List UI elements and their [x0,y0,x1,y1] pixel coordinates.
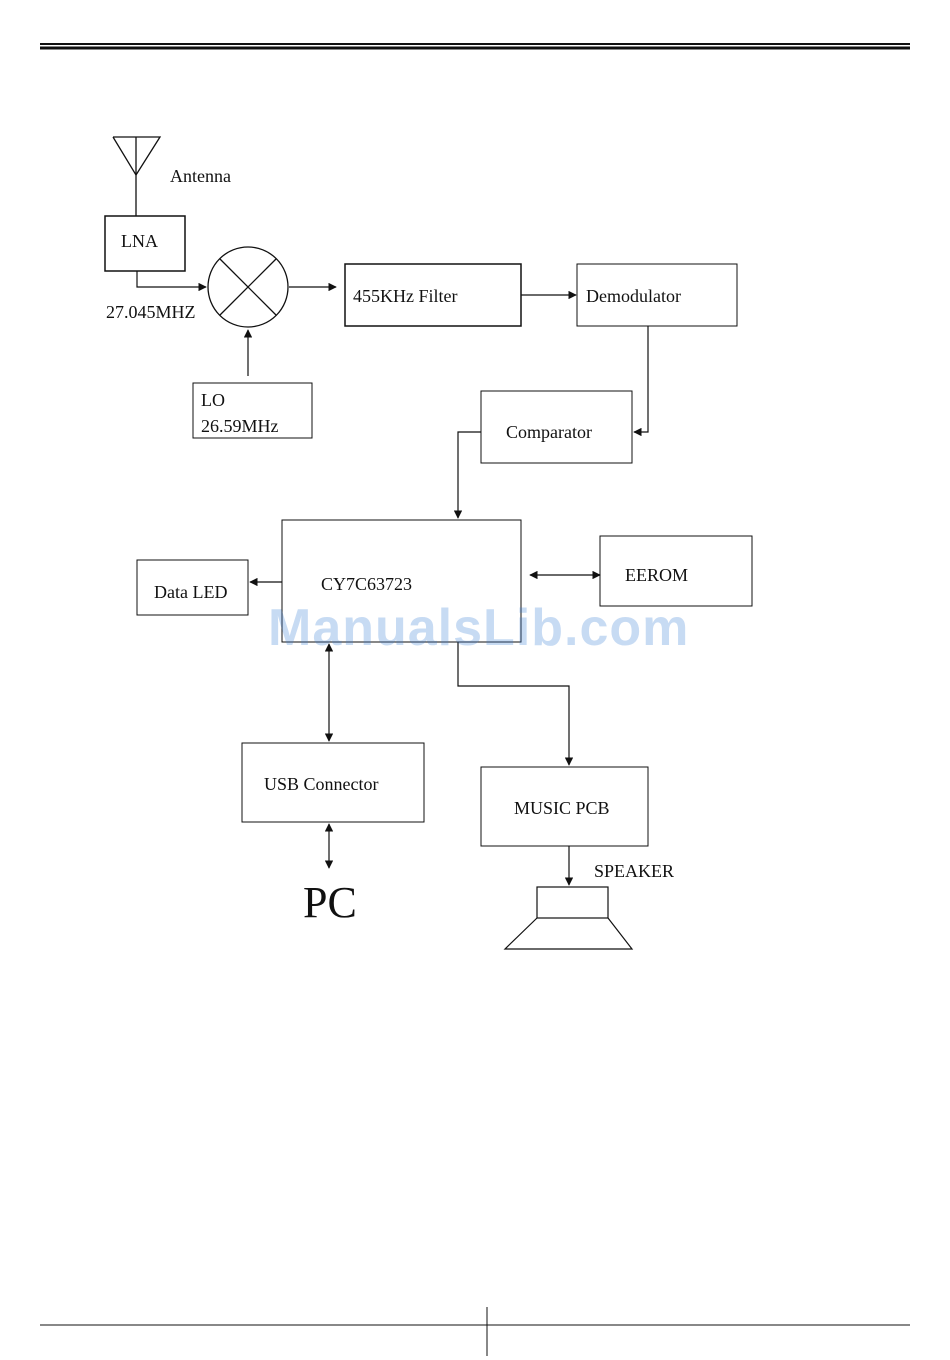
comparator-label: Comparator [506,422,592,444]
watermark: ManualsLib.com [268,598,689,658]
lo-label: LO [201,390,225,412]
music-pcb-label: MUSIC PCB [514,798,610,820]
input-frequency-label: 27.045MHZ [106,302,196,324]
header-rule [40,44,910,48]
mcu-label: CY7C63723 [321,574,412,596]
lna-label: LNA [121,231,158,253]
antenna-label: Antenna [170,166,231,188]
demodulator-to-comparator-arrow [634,326,648,432]
pc-label: PC [303,877,357,930]
eerom-label: EEROM [625,565,688,587]
lna-to-mixer-arrow [137,271,206,287]
footer-rule [40,1307,910,1356]
data-led-label: Data LED [154,582,227,604]
antenna-icon [113,137,160,216]
filter-label: 455KHz Filter [353,286,457,308]
mcu-to-music-pcb-arrow [458,642,569,765]
comparator-to-mcu-arrow [458,432,481,518]
speaker-icon [505,887,632,949]
lo-frequency-label: 26.59MHz [201,416,279,438]
speaker-label: SPEAKER [594,861,674,883]
mixer-icon [208,247,288,327]
usb-connector-label: USB Connector [264,774,379,796]
demodulator-label: Demodulator [586,286,681,308]
